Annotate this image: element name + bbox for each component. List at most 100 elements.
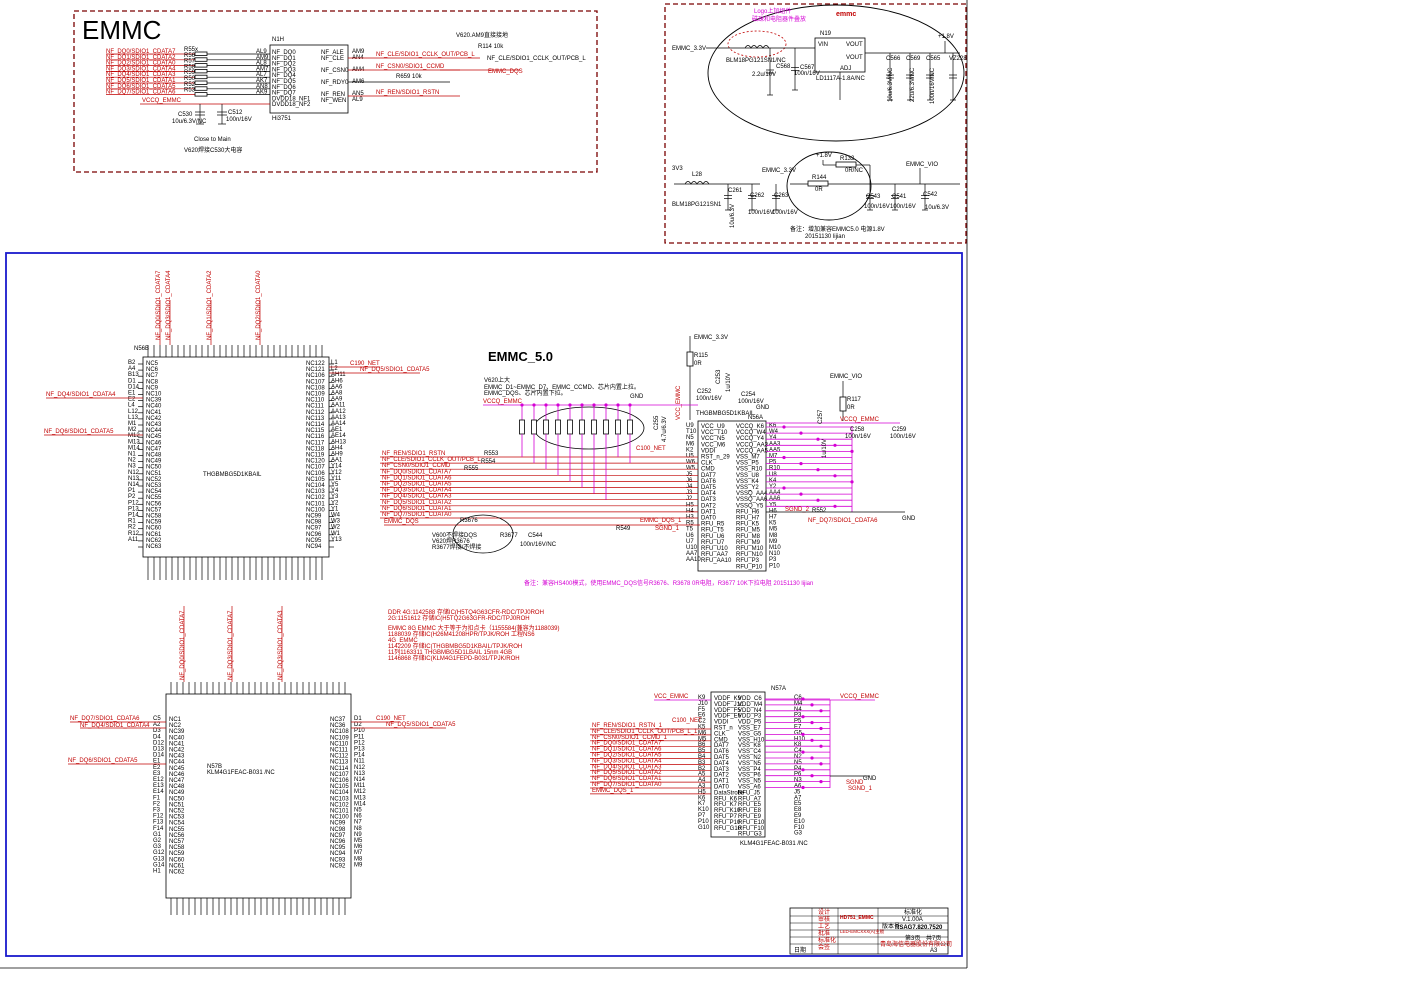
hi3751-pin-num-left: AL7 — [256, 72, 267, 78]
chip-d-pin-num-right: A6 — [794, 784, 802, 790]
chip-b-junction — [833, 443, 837, 447]
chip-b-pin-right: RFU_N10 — [736, 552, 763, 558]
title-block-frame — [789, 907, 949, 955]
chip-d-pin-num-right: N3 — [794, 778, 802, 784]
r144-value: 0R — [815, 187, 823, 193]
net-right-ren: NF_REN/SDIO1_RSTN — [376, 90, 439, 96]
chip-c-pin-num-right: D1 — [354, 716, 362, 722]
chip-a-pin-num-left: P12 — [128, 500, 139, 506]
chip-d-block: N57A KLM4G1FEAC-B031 /NC VDDF_K9K9VDDF_J… — [590, 686, 880, 847]
chip-c-pin-left: NC49 — [169, 790, 185, 796]
chip-a-pin-left: NC56 — [146, 501, 162, 507]
c261-ref: C261 — [728, 188, 743, 194]
chip-a-pin-num-right: AH13 — [331, 439, 347, 445]
hi3751-pin-right: NF_REN — [321, 92, 345, 98]
chip-c-pin-right: NC103 — [330, 796, 349, 802]
chip-d-pin-num-left: K9 — [698, 695, 706, 701]
dqs-highlight-ellipse — [452, 514, 514, 554]
hi3751-net-left: NF_DQ3/SDIO1_CDATA4 — [106, 66, 176, 72]
hi3751-series-res: R57 — [184, 59, 196, 65]
chip-b-pin-num-right: AA4 — [769, 490, 781, 496]
chip-c-pin-left: NC1 — [169, 717, 182, 723]
chip-b-pin-left: RFU_T5 — [701, 528, 724, 534]
chip-d-pin-left: VDDI — [714, 720, 729, 726]
chip-c-pin-num-right: M13 — [354, 795, 366, 801]
chip-b-net-left: NF_REN/SDIO1_RSTN — [382, 451, 445, 457]
chip-b-pin-num-left: J6 — [686, 478, 693, 484]
chip-c-pin-right: NC108 — [330, 729, 349, 735]
v620-am9-note: V620.AM9直接接地 — [456, 31, 508, 39]
chip-b-net-left: NF_DQ2/SDIO1_CDATA5 — [382, 482, 452, 488]
chip-b-symbol — [697, 420, 767, 572]
c541-value: 100n/16V — [890, 204, 916, 210]
chip-b-pin-num-right: M9 — [769, 539, 778, 545]
net-emmc-dqs: EMMC_DQS — [488, 69, 523, 75]
chip-c-pin-num-left: D12 — [153, 740, 165, 746]
c542-value: 10u/6.3V — [925, 205, 949, 211]
chip-a-symbol — [142, 356, 330, 558]
chip-c-net-right-2: NF_DQ5/SDIO1_CDATA5 — [386, 722, 456, 728]
pullup-junction — [616, 403, 620, 407]
chip-a-pin-left: NC50 — [146, 465, 162, 471]
hi3751-pin-left: DVDD18_NF1 — [272, 96, 311, 102]
chip-c-pin-left: NC55 — [169, 827, 185, 833]
chip-a-pin-left: NC43 — [146, 422, 162, 428]
chip-b-pin-left: VCC_M6 — [701, 442, 726, 448]
chip-c-part: KLM4G1FEAC-B031 /NC — [207, 770, 275, 776]
chip-b-pin-right: VSS_K4 — [736, 479, 759, 485]
chip-d-pin-num-left: G10 — [698, 825, 710, 831]
chip-c-pin-num-right: N13 — [354, 771, 366, 777]
chip-a-pin-left: NC62 — [146, 538, 162, 544]
chip-b-pin-right: VSS_M7 — [736, 455, 760, 461]
hi3751-pin-num-right: AM9 — [352, 49, 365, 55]
chip-c-pin-num-right: N7 — [354, 820, 362, 826]
chip-d-pin-left: DAT7 — [714, 743, 730, 749]
c262-ref: C262 — [750, 193, 765, 199]
pullup-res-body — [627, 419, 633, 435]
hi3751-res-body — [194, 63, 208, 68]
chip-b-pin-left: RFU_U6 — [701, 534, 725, 540]
chip-d-net-left: NF_DQ5/SDIO1_CDATA2 — [592, 770, 662, 776]
tb-row-2: 审核 — [818, 915, 830, 923]
chip-c-pin-right: NC112 — [330, 754, 349, 760]
chip-c-pin-num-left: E13 — [153, 783, 164, 789]
chip-a-pin-left: NC48 — [146, 453, 162, 459]
chip-b-pin-left: DAT0 — [701, 516, 717, 522]
chip-c-pin-left: NC62 — [169, 870, 185, 876]
chip-c-pin-num-right: M6 — [354, 844, 363, 850]
chip-b-c100-net: C100_NET — [636, 446, 666, 452]
chip-b-pin-num-right: Y4 — [769, 435, 777, 441]
chip-b-pin-num-left: T5 — [686, 527, 694, 533]
net-right-csn0: NF_CSN0/SDIO1_CCMD — [376, 64, 445, 70]
chip-d-pin-num-right: E10 — [794, 819, 805, 825]
chip-a-pin-left: NC58 — [146, 514, 162, 520]
chip-b-vccq-emmc-left: VCCQ_EMMC — [483, 399, 523, 405]
chip-c-pin-num-left: D3 — [153, 728, 161, 734]
chip-a-pin-num-right: W1 — [331, 531, 341, 537]
pullup-res-body — [615, 419, 621, 435]
chip-d-pin-right: VSS_P4 — [738, 767, 761, 773]
hi3751-pin-left: NF_DQ1 — [272, 56, 296, 62]
hi3751-symbol — [269, 44, 349, 114]
c544-value: 100n/16V/NC — [520, 542, 557, 548]
chip-d-junction — [801, 732, 805, 737]
chip-a-pin-left: NC55 — [146, 495, 162, 501]
chip-c-pin-right: NC104 — [330, 790, 349, 796]
chip-b-pin-num-right: P3 — [769, 557, 777, 563]
hi3751-res-body — [194, 92, 208, 97]
chip-b-pin-right: RFU_M9 — [736, 540, 761, 546]
chip-b-pin-num-right: M5 — [769, 527, 778, 533]
chip-b-pin-num-left: J4 — [686, 484, 693, 490]
chip-c-pin-left: NC43 — [169, 754, 185, 760]
chip-a-pin-left: NC5 — [146, 361, 159, 367]
chip-c-pin-right: NC111 — [330, 748, 348, 754]
hi3751-net-left: NF_DQ1/SDIO1_CDATA2 — [106, 55, 176, 61]
chip-b-pin-left: RST_n_29 — [701, 455, 730, 461]
chip-a-pin-right: NC102 — [306, 495, 325, 501]
chip-a-pin-num-left: D14 — [128, 384, 140, 390]
chip-b-net-left: NF_CLE/SDIO1_CCLK_OUT/PCB_L — [382, 457, 481, 463]
chip-a-pin-right: NC122 — [306, 361, 325, 367]
chip-a-pin-num-right: AH6 — [331, 378, 343, 384]
chip-a-part: THGBMBG5D1KBAIL — [203, 472, 262, 478]
